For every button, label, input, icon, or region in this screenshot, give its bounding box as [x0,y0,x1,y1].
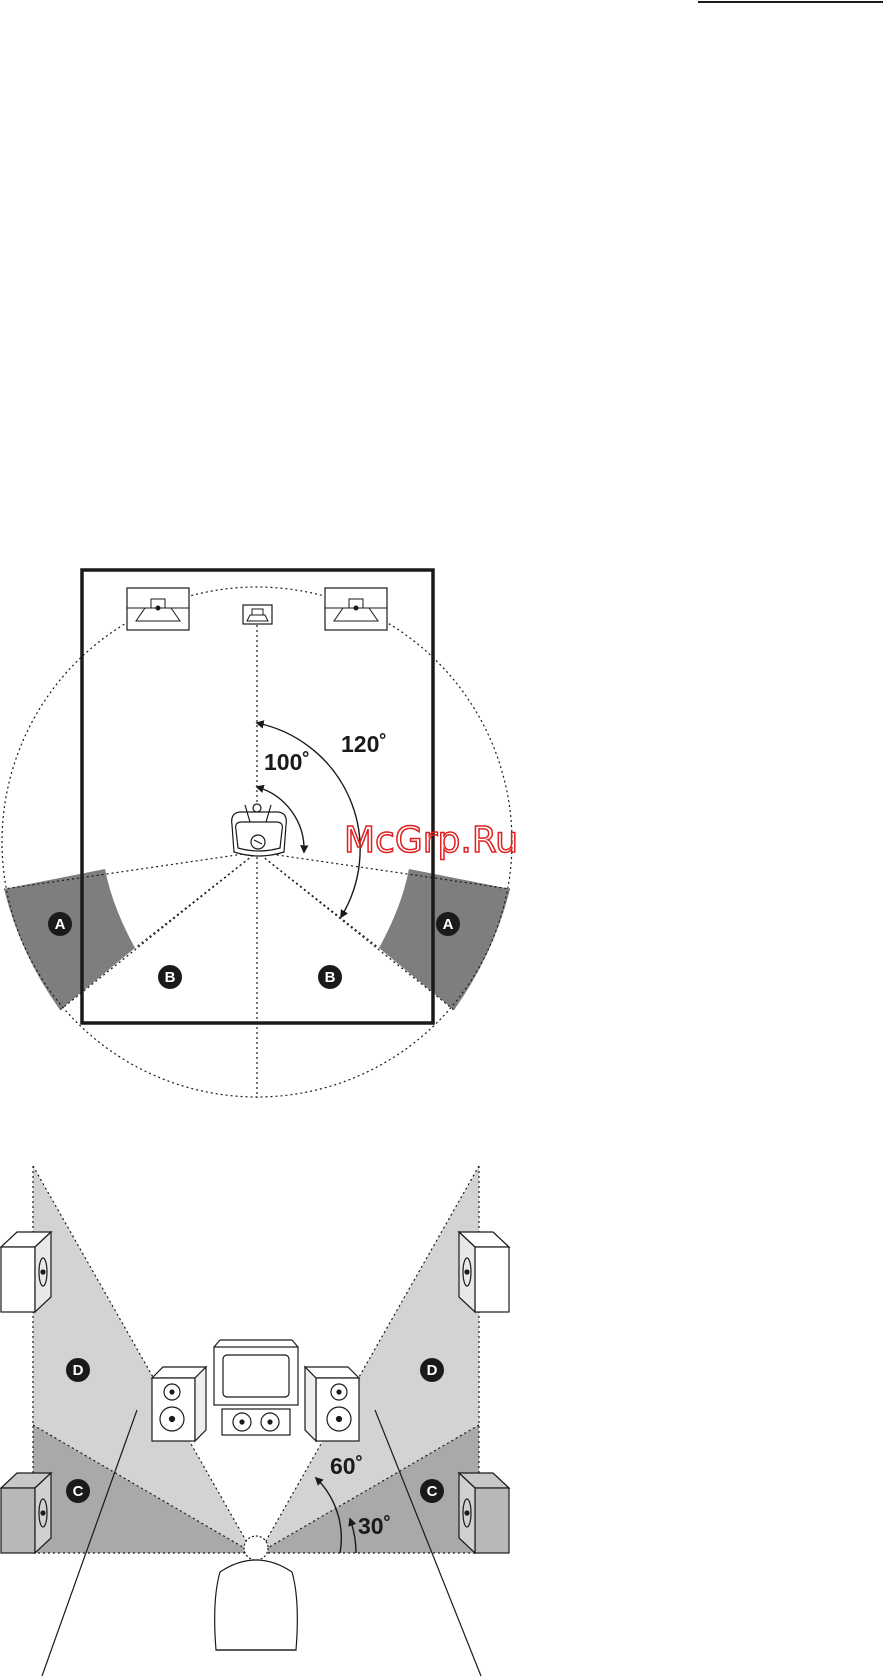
zone-badge-d-right-label: D [427,1362,438,1379]
angle-label-100: 100˚ [264,749,310,775]
front-right-speaker-icon [325,588,387,630]
listener-chair-icon [232,804,287,856]
surround-right-lower-speaker-icon [459,1473,509,1553]
center-speaker-icon [243,605,272,624]
front-left-speaker-icon [127,588,189,630]
watermark-text: McGrp.Ru [344,820,518,861]
zone-a-left-shape [4,869,135,1010]
zone-badge-b-right: B [318,965,342,989]
surround-right-upper-speaker-icon [459,1232,509,1312]
zone-badge-c-left-label: C [73,1483,84,1500]
tv-icon [214,1340,298,1405]
surround-left-lower-speaker-icon [1,1473,51,1553]
zone-badge-d-left: D [66,1358,90,1382]
zone-badge-b-left: B [158,965,182,989]
center-speaker-bottom-icon [222,1409,290,1435]
angle-label-30: 30˚ [358,1513,391,1539]
zone-badge-d-left-label: D [73,1362,84,1379]
surround-left-upper-speaker-icon [1,1232,51,1312]
zone-badge-c-right-label: C [427,1483,438,1500]
zone-badge-c-right: C [420,1479,444,1503]
bottom-diagram: 60˚ 30˚ D D C C [1,1166,509,1676]
top-diagram: 100˚ 120˚ A A B B McGrp.Ru [2,570,518,1098]
front-right-tower-speaker-icon [305,1367,359,1441]
angle-label-120: 120˚ [341,731,387,757]
angle-label-60: 60˚ [330,1453,363,1479]
zone-badge-a-left-label: A [55,916,66,933]
zone-badge-a-right-label: A [443,916,454,933]
zone-badge-a-left: A [48,912,72,936]
front-left-tower-speaker-icon [152,1367,206,1441]
zone-badge-b-left-label: B [165,969,176,986]
zone-badge-b-right-label: B [325,969,336,986]
zone-badge-d-right: D [420,1358,444,1382]
zone-a-right-shape [379,869,510,1010]
zone-badge-a-right: A [436,912,460,936]
zone-badge-c-left: C [66,1479,90,1503]
